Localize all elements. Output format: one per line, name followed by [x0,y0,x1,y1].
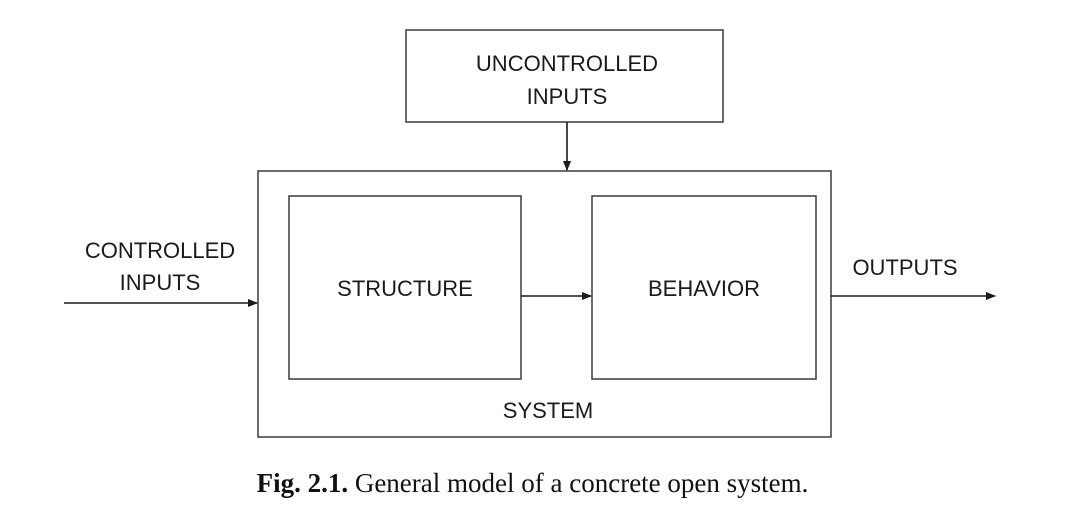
controlled-inputs-label-line1: CONTROLLED [85,238,235,263]
figure-caption-text: General model of a concrete open system. [354,468,809,498]
behavior-label: BEHAVIOR [648,276,760,301]
figure-number: Fig. 2.1. [256,468,349,498]
uncontrolled-inputs-box [405,29,724,123]
controlled-inputs-label-line2: INPUTS [120,270,201,295]
structure-label: STRUCTURE [337,276,473,301]
structure-box [288,195,522,380]
behavior-box [591,195,817,380]
outputs-label: OUTPUTS [852,255,957,280]
system-label: SYSTEM [503,398,593,423]
figure-caption: Fig. 2.1. General model of a concrete op… [0,468,1065,499]
system-box [257,170,832,438]
uncontrolled-inputs-label-line2: INPUTS [527,84,608,109]
uncontrolled-inputs-label-line1: UNCONTROLLED [476,51,658,76]
